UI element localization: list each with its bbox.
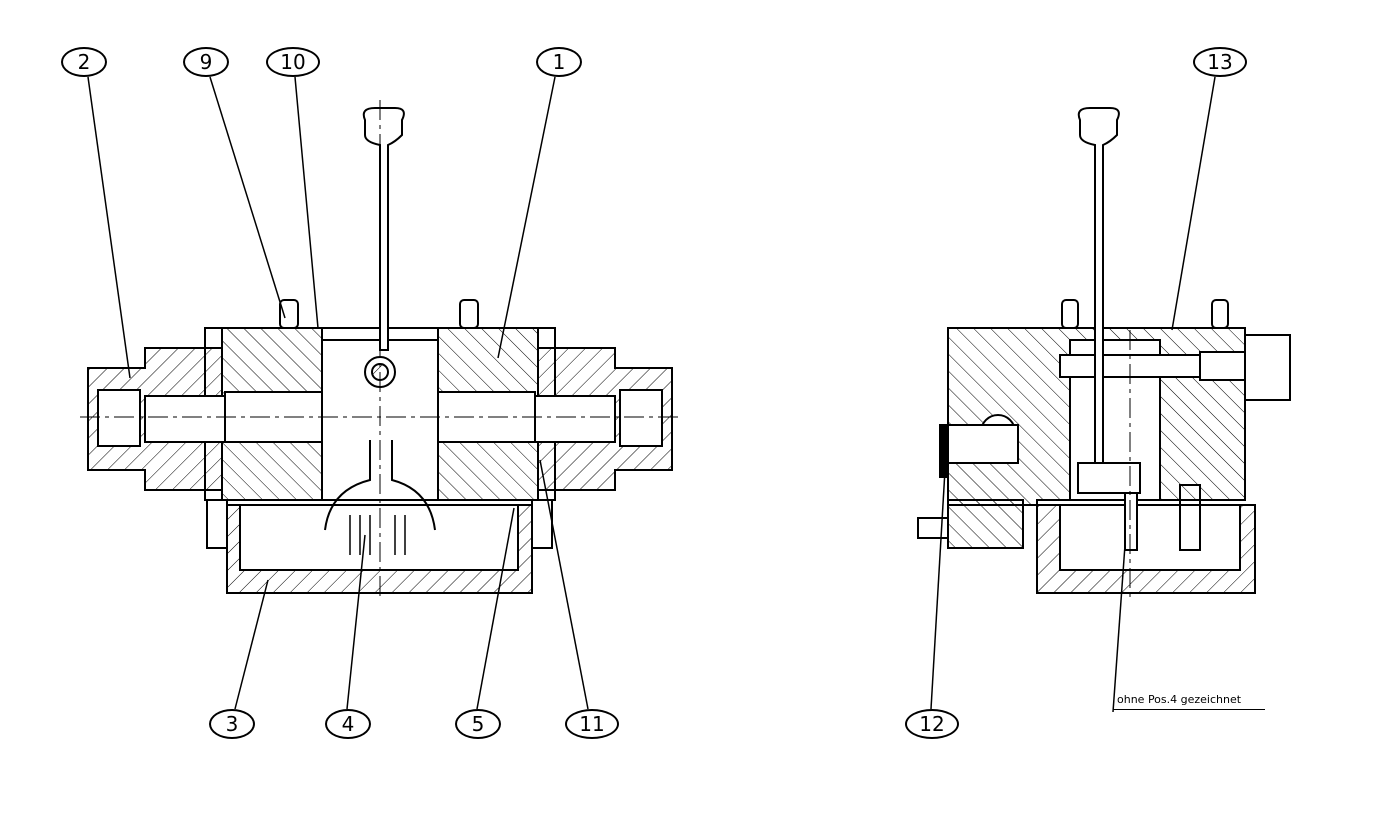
callout-1: 1	[536, 47, 582, 77]
callout-12: 12	[905, 709, 959, 739]
callout-9: 9	[183, 47, 229, 77]
right-side-view	[917, 107, 1291, 600]
callout-4: 4	[325, 709, 371, 739]
callout-13: 13	[1193, 47, 1247, 77]
callout-11: 11	[565, 709, 619, 739]
callout-10: 10	[266, 47, 320, 77]
leader-lines	[87, 76, 1216, 713]
callout-2: 2	[61, 47, 107, 77]
drawing-note: ohne Pos.4 gezeichnet	[1113, 693, 1265, 710]
callout-5: 5	[455, 709, 501, 739]
left-section-view	[80, 100, 680, 600]
callout-3: 3	[209, 709, 255, 739]
